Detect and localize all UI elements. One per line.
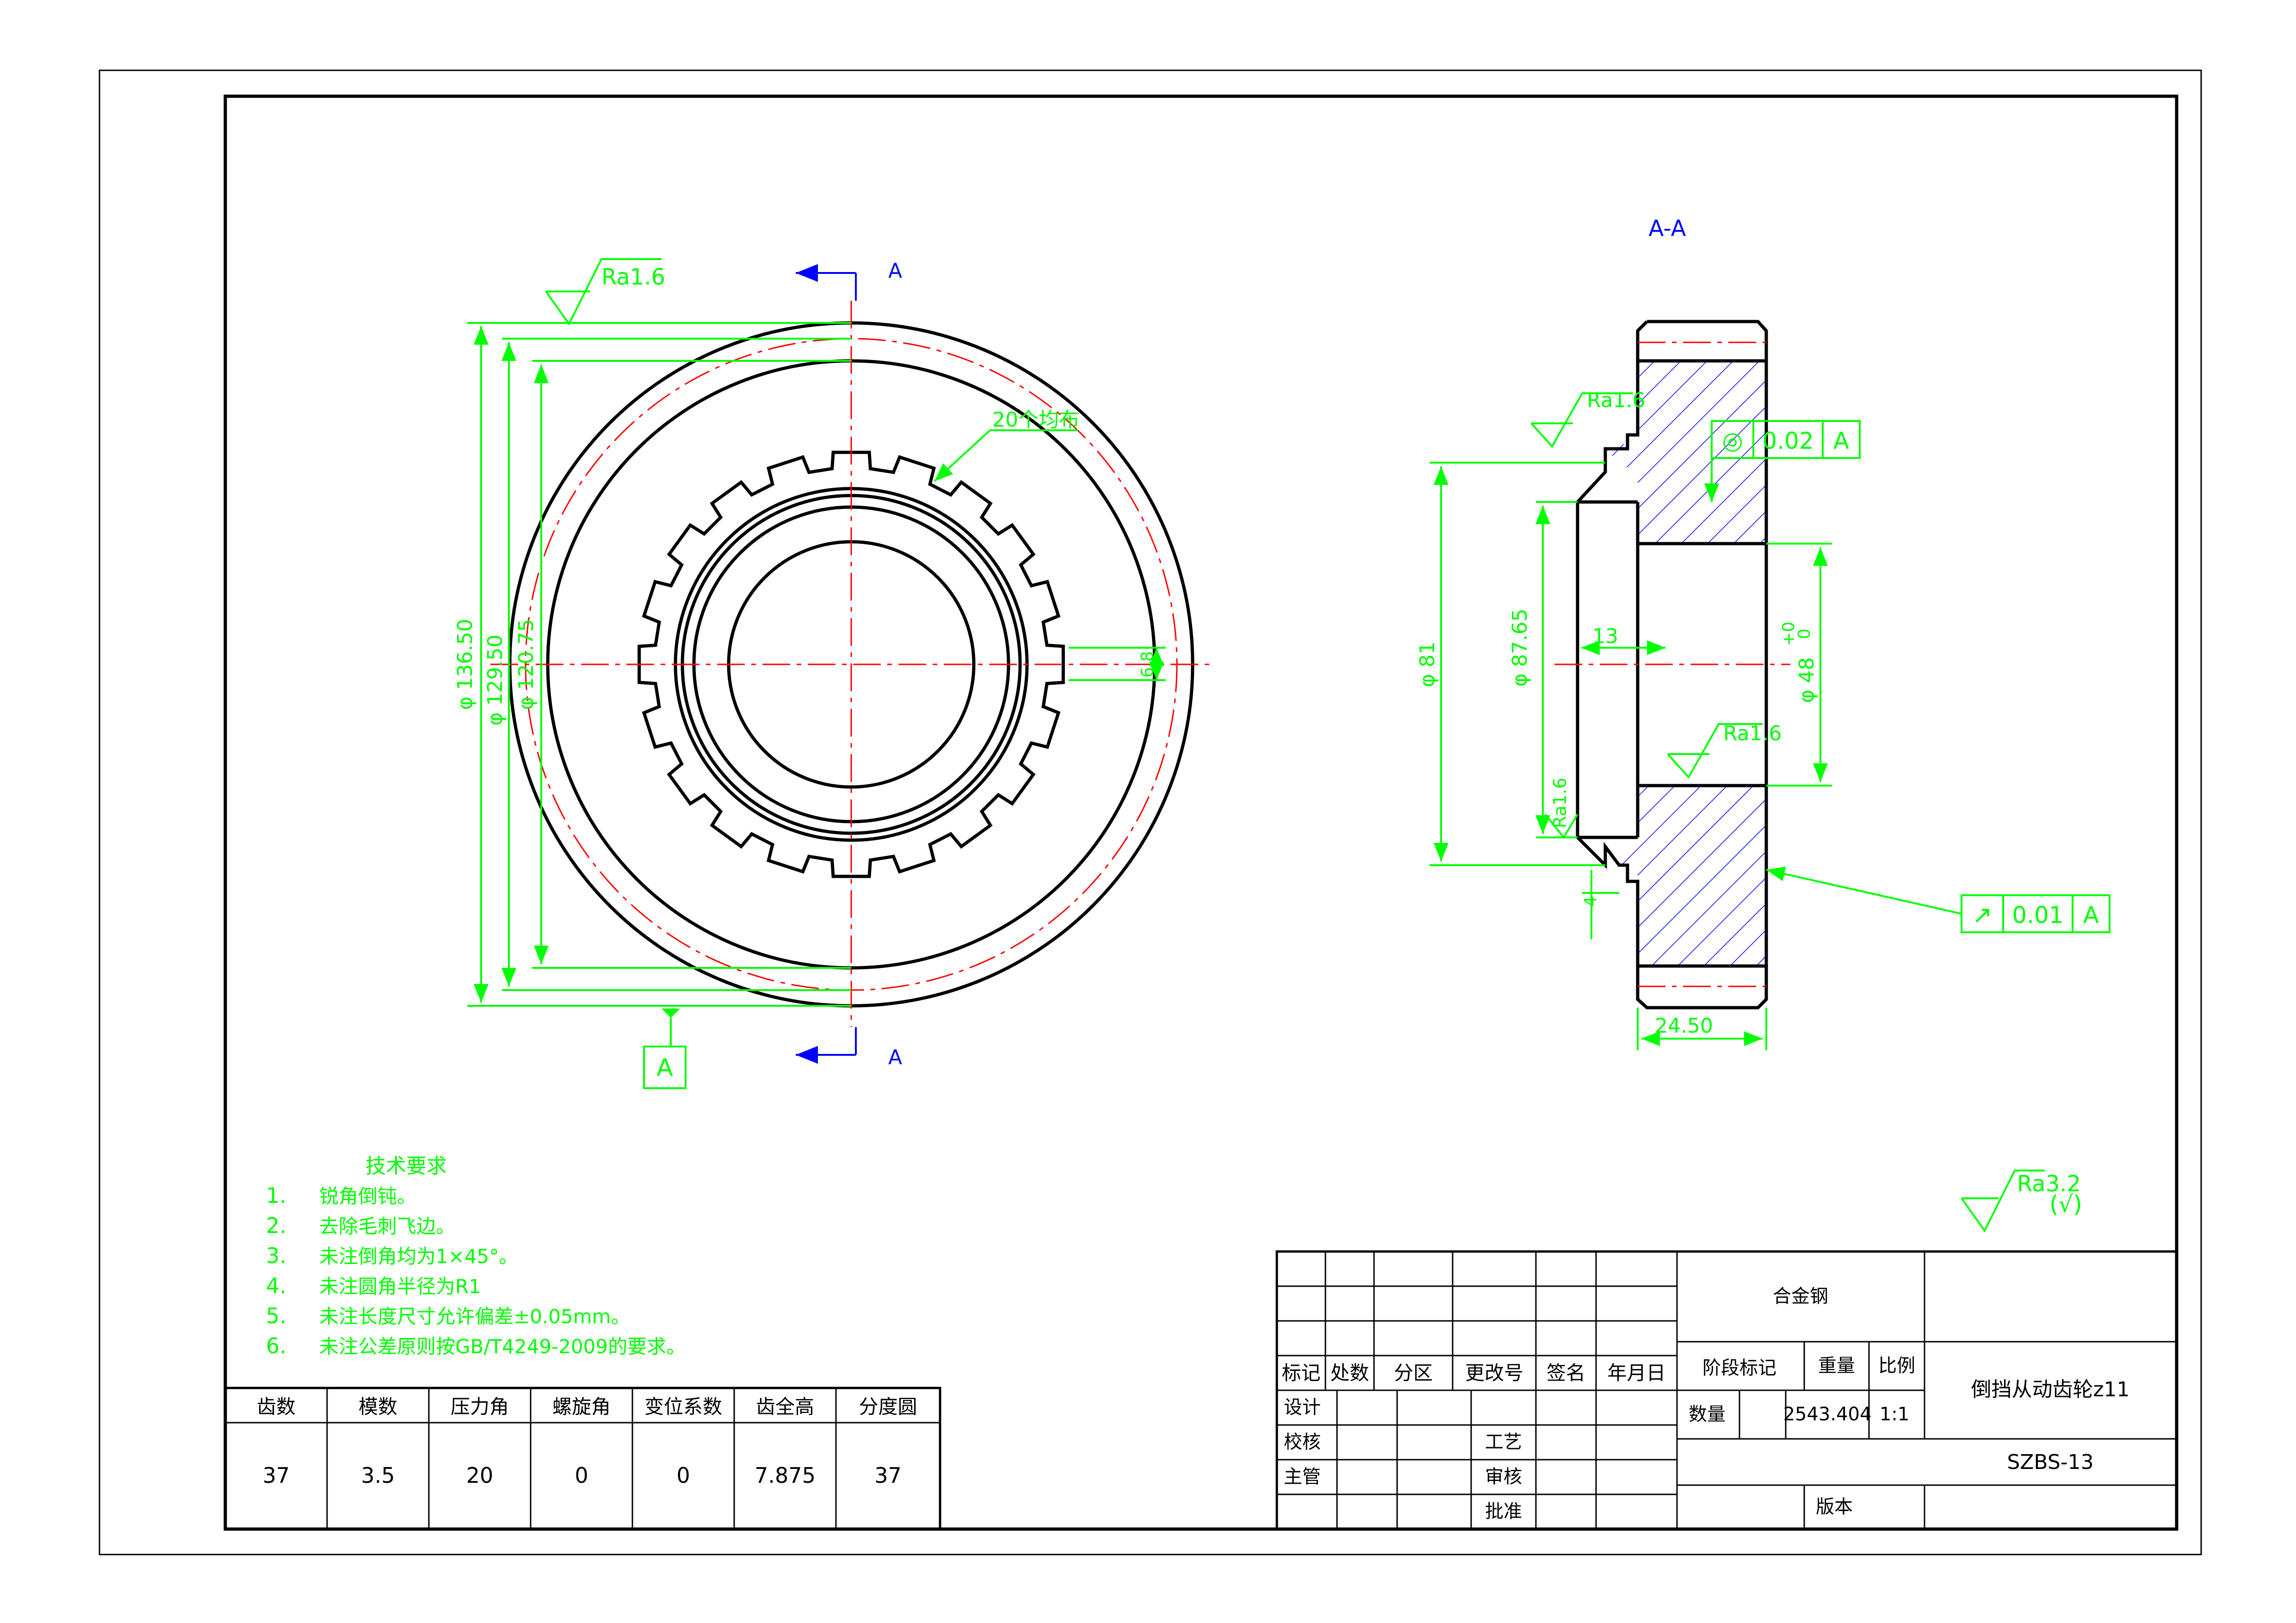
tech-item-text: 未注公差原则按GB/T4249-2009的要求。 xyxy=(319,1335,686,1358)
rev-header: 更改号 xyxy=(1465,1362,1523,1384)
rev-header: 分区 xyxy=(1394,1362,1433,1384)
gear-param-value: 37 xyxy=(874,1463,902,1488)
title-block: 合金钢 标记处数 分区 更改号 签名年月日 设计 校核 主管 工艺 审核 批准 阶段标… xyxy=(1275,1250,2178,1530)
dim-bore-tol-upper: +0 xyxy=(1779,621,1798,646)
chief-label: 主管 xyxy=(1284,1466,1321,1487)
dim-bore-tol-lower: 0 xyxy=(1795,629,1814,639)
weight-label: 重量 xyxy=(1818,1355,1855,1376)
tech-item-text: 未注圆角半径为R1 xyxy=(319,1275,481,1298)
roughness-top: Ra1.6 xyxy=(601,264,665,290)
qty-label: 数量 xyxy=(1689,1404,1726,1425)
spline-profile xyxy=(637,451,1065,878)
dim-recess-dia: φ 87.65 xyxy=(1508,609,1532,687)
tech-item-num: 6. xyxy=(266,1333,286,1358)
drawing-number: SZBS-13 xyxy=(2007,1450,2093,1474)
spline-note: 20个均布 xyxy=(992,408,1079,432)
gear-param-header: 模数 xyxy=(359,1395,397,1418)
dim-hub-dia: φ 81 xyxy=(1416,642,1439,688)
dim-bore-dia: φ 48 xyxy=(1795,657,1819,703)
gear-param-value: 37 xyxy=(263,1463,290,1488)
roughness-section-lower: Ra1.6 xyxy=(1550,778,1570,828)
gear-param-value: 0 xyxy=(575,1463,588,1488)
tech-title: 技术要求 xyxy=(365,1154,447,1178)
section-mark-bottom: A xyxy=(888,1046,902,1069)
tech-item-num: 4. xyxy=(266,1273,286,1298)
scale-value: 1:1 xyxy=(1880,1404,1909,1425)
circularity-value: 0.02 xyxy=(1762,427,1813,454)
stage-mark-label: 阶段标记 xyxy=(1702,1357,1776,1379)
rev-header: 签名 xyxy=(1547,1362,1585,1384)
tech-item-text: 未注长度尺寸允许偏差±0.05mm。 xyxy=(319,1305,631,1328)
roughness-section-upper: Ra1.6 xyxy=(1587,389,1646,412)
gear-param-header: 分度圆 xyxy=(859,1395,917,1418)
part-name: 倒挡从动齿轮z11 xyxy=(1971,1378,2129,1401)
tech-item-num: 1. xyxy=(266,1183,286,1208)
weight-value: 2543.404 xyxy=(1783,1404,1872,1425)
tech-item-text: 锐角倒钝。 xyxy=(319,1185,416,1208)
rev-header: 处数 xyxy=(1330,1362,1369,1384)
gear-param-value: 3.5 xyxy=(361,1463,395,1488)
approve-label: 批准 xyxy=(1485,1501,1522,1522)
front-view xyxy=(490,301,1212,1027)
material: 合金钢 xyxy=(1773,1286,1828,1307)
gear-param-header: 螺旋角 xyxy=(552,1395,611,1418)
tech-requirements: 技术要求 1. 锐角倒钝。 2. 去除毛刺飞边。 3. 未注倒角均为1×45°。 4. 未注圆… xyxy=(266,1154,686,1358)
tech-item-num: 3. xyxy=(266,1243,286,1268)
tech-item-text: 去除毛刺飞边。 xyxy=(319,1215,455,1238)
datum-label: A xyxy=(656,1054,673,1082)
outer-border xyxy=(99,69,2202,1555)
dim-d-outer: φ 136.50 xyxy=(453,619,477,710)
front-dimensions: φ 136.50 φ 129.50 φ 120.75 20个均布 6.8 Ra1… xyxy=(453,258,1166,1089)
datum-box xyxy=(643,1046,687,1089)
gear-param-value: 7.875 xyxy=(755,1463,816,1488)
roughness-general: Ra3.2 xyxy=(2017,1171,2081,1197)
check-label: 校核 xyxy=(1284,1431,1321,1453)
gear-param-header: 齿数 xyxy=(257,1395,296,1418)
general-roughness: Ra3.2 (√) xyxy=(1961,1170,2082,1233)
tech-item-num: 5. xyxy=(266,1303,286,1328)
rev-header: 年月日 xyxy=(1607,1362,1665,1384)
runout-value: 0.01 xyxy=(2012,902,2063,929)
circularity-datum: A xyxy=(1833,427,1849,454)
tech-item-num: 2. xyxy=(266,1213,286,1238)
dim-hub-depth: 13 xyxy=(1592,625,1618,648)
runout-datum: A xyxy=(2083,902,2099,929)
dim-width: 24.50 xyxy=(1655,1014,1713,1038)
tech-item-text: 未注倒角均为1×45°。 xyxy=(319,1245,518,1268)
gear-param-header: 压力角 xyxy=(451,1395,509,1418)
review-label: 审核 xyxy=(1485,1466,1522,1487)
runout-symbol: ↗ xyxy=(1972,901,1993,929)
section-label: A-A xyxy=(1649,216,1686,242)
dim-spline-width: 6.8 xyxy=(1138,651,1157,677)
section-dimensions: φ 81 φ 87.65 φ 48 +0 0 13 24.50 4 Ra1.6 … xyxy=(1416,389,2110,1050)
dim-d-root: φ 129.50 xyxy=(483,635,507,726)
design-label: 设计 xyxy=(1284,1397,1321,1418)
roughness-general-suffix: (√) xyxy=(2049,1191,2082,1218)
rev-header: 标记 xyxy=(1281,1362,1320,1384)
circularity-symbol: ◎ xyxy=(1722,427,1743,455)
process-label: 工艺 xyxy=(1485,1431,1522,1453)
gear-param-table: 齿数 模数 压力角 螺旋角 变位系数 齿全高 分度圆 37 3.5 20 0 0 7.875 37 xyxy=(224,1387,941,1530)
gear-param-value: 20 xyxy=(466,1463,494,1488)
section-mark-top: A xyxy=(888,259,902,283)
gear-param-header: 变位系数 xyxy=(644,1395,722,1418)
scale-label: 比例 xyxy=(1878,1355,1915,1376)
inner-frame xyxy=(223,94,2178,1531)
version-label: 版本 xyxy=(1816,1496,1853,1518)
gear-param-value: 0 xyxy=(676,1463,690,1488)
roughness-section-bore: Ra1.6 xyxy=(1723,722,1782,745)
dim-small: 4 xyxy=(1581,896,1600,907)
gear-param-header: 齿全高 xyxy=(756,1395,814,1418)
dim-d-inner: φ 120.75 xyxy=(514,619,538,710)
section-view xyxy=(1554,320,1790,1010)
